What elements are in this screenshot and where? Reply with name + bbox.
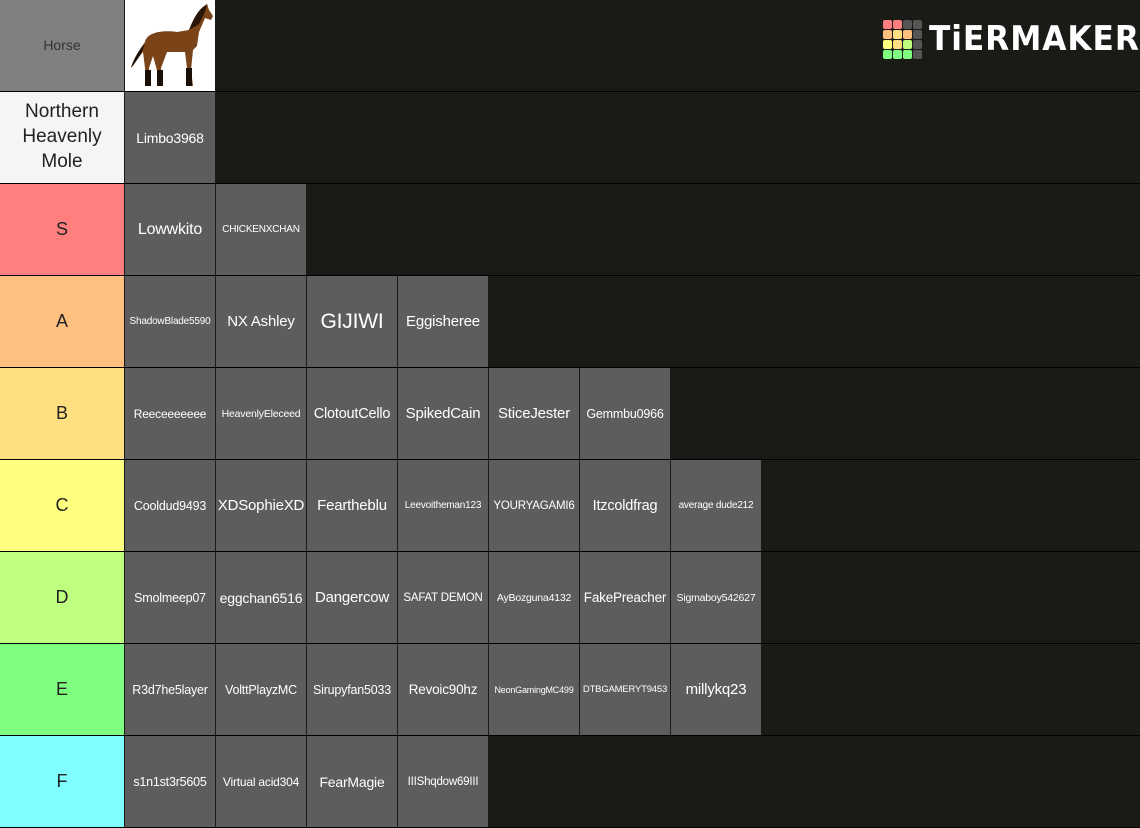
tier-item[interactable]: DTBGAMERYT9453 <box>580 644 670 735</box>
tier-label[interactable]: S <box>0 184 124 275</box>
tier-item[interactable]: Limbo3968 <box>125 92 215 183</box>
tier-item[interactable]: eggchan6516 <box>216 552 306 643</box>
tier-item[interactable]: HeavenlyEleceed <box>216 368 306 459</box>
tier-item[interactable]: ShadowBlade5590 <box>125 276 215 367</box>
logo-text: TiERMAKER <box>929 19 1140 59</box>
tier-label[interactable]: E <box>0 644 124 735</box>
tier-item[interactable]: SticeJester <box>489 368 579 459</box>
tier-item[interactable]: NeonGamingMC499 <box>489 644 579 735</box>
logo-square <box>893 29 902 39</box>
tier-item[interactable]: IIIShqdow69III <box>398 736 488 827</box>
tier-item[interactable]: Eggisheree <box>398 276 488 367</box>
tier-label[interactable]: C <box>0 460 124 551</box>
tier-item[interactable]: Itzcoldfrag <box>580 460 670 551</box>
logo-square <box>883 19 892 29</box>
logo-square <box>903 29 912 39</box>
tier-item[interactable]: s1n1st3r5605 <box>125 736 215 827</box>
tier-item[interactable]: Feartheblu <box>307 460 397 551</box>
tier-item[interactable]: Leevoitheman123 <box>398 460 488 551</box>
tier-item[interactable]: Lowwkito <box>125 184 215 275</box>
logo-square <box>883 39 892 49</box>
logo-square <box>883 49 892 59</box>
logo-square <box>883 29 892 39</box>
tier-item[interactable]: GIJIWI <box>307 276 397 367</box>
tier-item[interactable]: XDSophieXD <box>216 460 306 551</box>
tier-item[interactable]: average dude212 <box>671 460 761 551</box>
tier-item[interactable]: SpikedCain <box>398 368 488 459</box>
tier-item[interactable]: VolttPlayzMC <box>216 644 306 735</box>
horse-image[interactable] <box>125 0 215 91</box>
tier-item[interactable]: Sigmaboy542627 <box>671 552 761 643</box>
logo-square <box>893 19 902 29</box>
tier-items: Limbo3968 <box>125 92 215 183</box>
tier-item[interactable]: FakePreacher <box>580 552 670 643</box>
tier-item[interactable]: Gemmbu0966 <box>580 368 670 459</box>
tier-item[interactable]: Revoic90hz <box>398 644 488 735</box>
tier-item[interactable]: Sirupyfan5033 <box>307 644 397 735</box>
tier-label[interactable]: Northern Heavenly Mole <box>0 92 124 183</box>
logo-square <box>903 19 912 29</box>
tier-row-horse: Horse <box>0 0 1140 91</box>
tier-label[interactable]: A <box>0 276 124 367</box>
tier-item[interactable]: YOURYAGAMI6 <box>489 460 579 551</box>
tier-item[interactable]: AyBozguna4132 <box>489 552 579 643</box>
tiermaker-logo[interactable]: TiERMAKER <box>883 19 1140 59</box>
tier-item[interactable]: Cooldud9493 <box>125 460 215 551</box>
tier-label[interactable]: Horse <box>0 0 124 91</box>
tier-item[interactable]: SAFAT DEMON <box>398 552 488 643</box>
logo-square <box>913 29 922 39</box>
tier-items <box>125 0 215 91</box>
tier-item[interactable]: Reeceeeeeee <box>125 368 215 459</box>
logo-square <box>913 19 922 29</box>
logo-square <box>893 39 902 49</box>
tier-item[interactable]: R3d7he5layer <box>125 644 215 735</box>
logo-square <box>913 49 922 59</box>
logo-square <box>903 39 912 49</box>
logo-square <box>913 39 922 49</box>
tier-item[interactable]: millykq23 <box>671 644 761 735</box>
tier-label[interactable]: B <box>0 368 124 459</box>
tier-item[interactable]: Virtual acid304 <box>216 736 306 827</box>
tier-item[interactable]: FearMagie <box>307 736 397 827</box>
tier-label[interactable]: D <box>0 552 124 643</box>
logo-square <box>903 49 912 59</box>
tier-label[interactable]: F <box>0 736 124 827</box>
tier-item[interactable]: Smolmeep07 <box>125 552 215 643</box>
tier-item[interactable]: Dangercow <box>307 552 397 643</box>
tier-item[interactable]: CHICKENXCHAN <box>216 184 306 275</box>
logo-grid-icon <box>883 19 922 59</box>
logo-square <box>893 49 902 59</box>
tier-item[interactable]: NX Ashley <box>216 276 306 367</box>
tier-item[interactable]: ClotoutCello <box>307 368 397 459</box>
